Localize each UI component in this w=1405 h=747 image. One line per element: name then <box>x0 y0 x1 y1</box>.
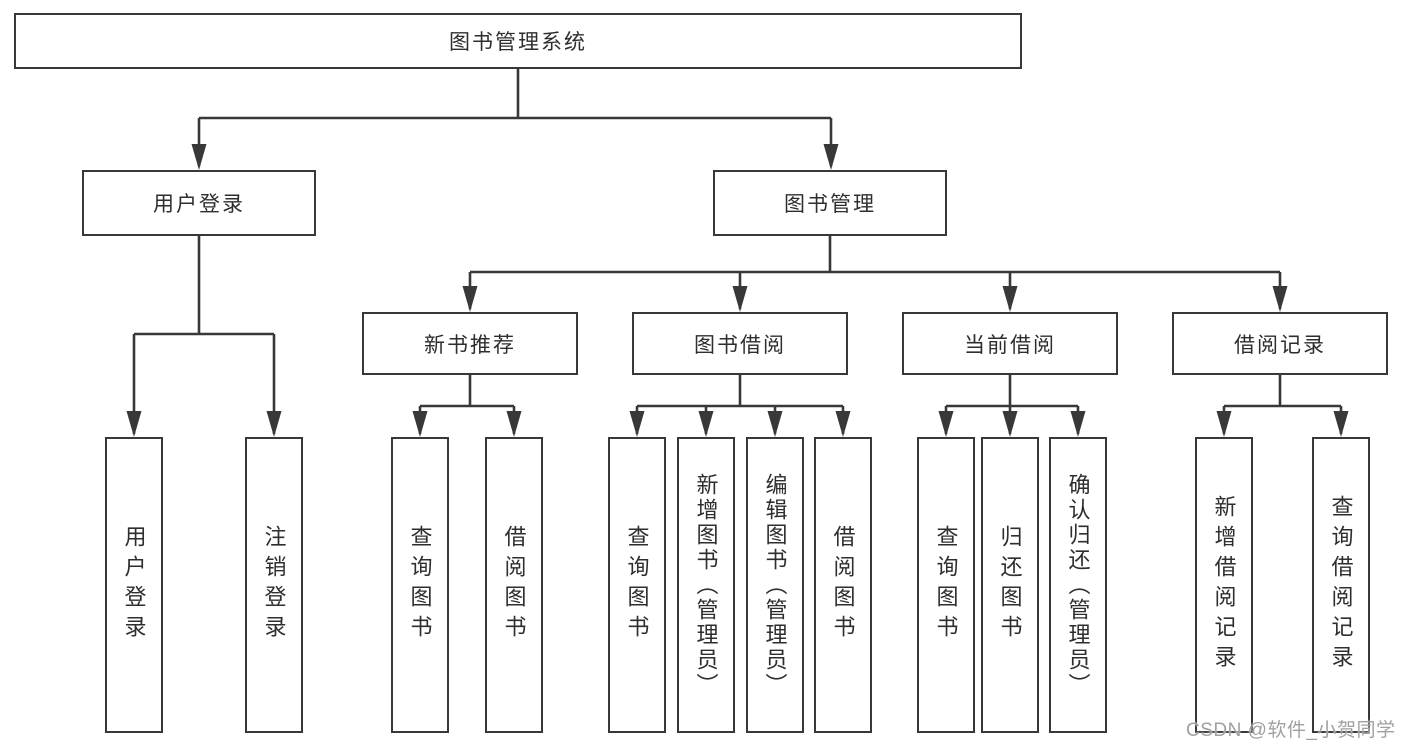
leaf-bb-borrow-books: 借阅图书 <box>814 437 872 733</box>
arrowhead-icon <box>506 411 522 437</box>
leaf-cb-return-books: 归还图书 <box>981 437 1039 733</box>
arrowhead-icon <box>629 411 645 437</box>
node-library-management-system: 图书管理系统 <box>14 13 1022 69</box>
arrowhead-icon <box>1272 286 1288 312</box>
csdn-watermark: CSDN @软件_小贺同学 <box>1186 720 1396 741</box>
arrowhead-icon <box>835 411 851 437</box>
arrowhead-icon <box>412 411 428 437</box>
arrowhead-icon <box>266 411 282 437</box>
leaf-bb-edit-books-admin: 编辑图书（管理员） <box>746 437 804 733</box>
leaf-logout: 注销登录 <box>245 437 303 733</box>
node-book-borrowing: 图书借阅 <box>632 312 848 375</box>
arrowhead-icon <box>126 411 142 437</box>
leaf-bb-add-books-admin-label: 新增图书（管理员） <box>693 472 719 698</box>
leaf-bb-query-books-label: 查询图书 <box>624 525 650 645</box>
leaf-nbr-borrow-books: 借阅图书 <box>485 437 543 733</box>
leaf-cb-confirm-return-admin: 确认归还（管理员） <box>1049 437 1107 733</box>
node-current-borrowing: 当前借阅 <box>902 312 1118 375</box>
node-borrowing-records-label: 借阅记录 <box>1234 333 1326 357</box>
arrowhead-icon <box>1070 411 1086 437</box>
leaf-cb-query-books-label: 查询图书 <box>933 525 959 645</box>
leaf-nbr-query-books-label: 查询图书 <box>407 525 433 645</box>
arrowhead-icon <box>191 144 207 170</box>
leaf-br-query-record-label: 查询借阅记录 <box>1328 495 1354 675</box>
arrowhead-icon <box>462 286 478 312</box>
leaf-br-query-record: 查询借阅记录 <box>1312 437 1370 733</box>
arrowhead-icon <box>1002 286 1018 312</box>
arrowhead-icon <box>767 411 783 437</box>
leaf-cb-return-books-label: 归还图书 <box>997 525 1023 645</box>
node-user-login-label: 用户登录 <box>153 193 245 216</box>
arrowhead-icon <box>1002 411 1018 437</box>
leaf-br-add-record: 新增借阅记录 <box>1195 437 1253 733</box>
node-library-management-system-label: 图书管理系统 <box>449 31 587 54</box>
node-new-book-recommend-label: 新书推荐 <box>424 333 516 357</box>
node-user-login: 用户登录 <box>82 170 316 236</box>
leaf-cb-query-books: 查询图书 <box>917 437 975 733</box>
node-book-borrowing-label: 图书借阅 <box>694 333 786 357</box>
arrowhead-icon <box>938 411 954 437</box>
arrowhead-icon <box>698 411 714 437</box>
leaf-cb-confirm-return-admin-label: 确认归还（管理员） <box>1065 472 1091 698</box>
leaf-bb-borrow-books-label: 借阅图书 <box>830 525 856 645</box>
arrowhead-icon <box>732 286 748 312</box>
leaf-user-login: 用户登录 <box>105 437 163 733</box>
node-new-book-recommend: 新书推荐 <box>362 312 578 375</box>
node-book-management: 图书管理 <box>713 170 947 236</box>
leaf-nbr-borrow-books-label: 借阅图书 <box>501 525 527 645</box>
arrowhead-icon <box>823 144 839 170</box>
node-book-management-label: 图书管理 <box>784 193 876 216</box>
arrowhead-icon <box>1333 411 1349 437</box>
leaf-bb-query-books: 查询图书 <box>608 437 666 733</box>
leaf-logout-label: 注销登录 <box>261 525 287 645</box>
leaf-bb-edit-books-admin-label: 编辑图书（管理员） <box>762 472 788 698</box>
node-current-borrowing-label: 当前借阅 <box>964 333 1056 357</box>
leaf-user-login-label: 用户登录 <box>121 525 147 645</box>
leaf-br-add-record-label: 新增借阅记录 <box>1211 495 1237 675</box>
leaf-bb-add-books-admin: 新增图书（管理员） <box>677 437 735 733</box>
leaf-nbr-query-books: 查询图书 <box>391 437 449 733</box>
node-borrowing-records: 借阅记录 <box>1172 312 1388 375</box>
arrowhead-icon <box>1216 411 1232 437</box>
